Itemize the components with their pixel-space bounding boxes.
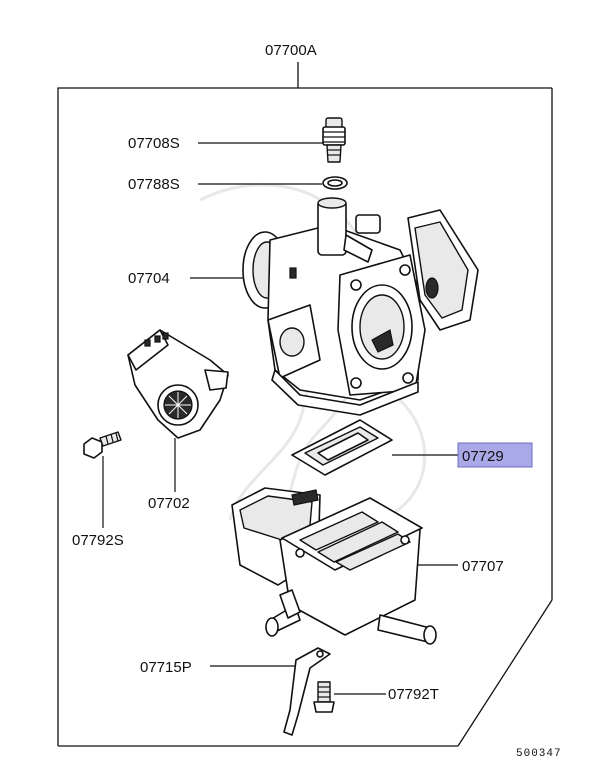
part-07792S[interactable] — [83, 431, 122, 459]
part-07792T[interactable] — [313, 681, 335, 713]
label-07792T[interactable]: 07792T — [388, 686, 439, 703]
label-07708S[interactable]: 07708S — [128, 135, 180, 152]
part-07707[interactable] — [231, 487, 437, 645]
part-07702[interactable] — [127, 329, 229, 439]
label-07729[interactable]: 07729 — [462, 448, 504, 465]
label-07702[interactable]: 07702 — [148, 495, 190, 512]
diagram-code: 500347 — [516, 748, 562, 760]
part-07788S[interactable] — [322, 176, 348, 190]
assembly-frame — [57, 62, 553, 747]
label-07729-highlight — [457, 442, 533, 468]
part-07704[interactable] — [242, 197, 479, 416]
label-07707[interactable]: 07707 — [462, 558, 504, 575]
label-07715P[interactable]: 07715P — [140, 659, 192, 676]
label-07792S[interactable]: 07792S — [72, 532, 124, 549]
label-07788S[interactable]: 07788S — [128, 176, 180, 193]
part-07729[interactable] — [291, 419, 393, 476]
part-07708S[interactable] — [322, 117, 346, 163]
label-07704[interactable]: 07704 — [128, 270, 170, 287]
part-07715P[interactable] — [283, 647, 331, 736]
label-07700A[interactable]: 07700A — [265, 42, 317, 59]
